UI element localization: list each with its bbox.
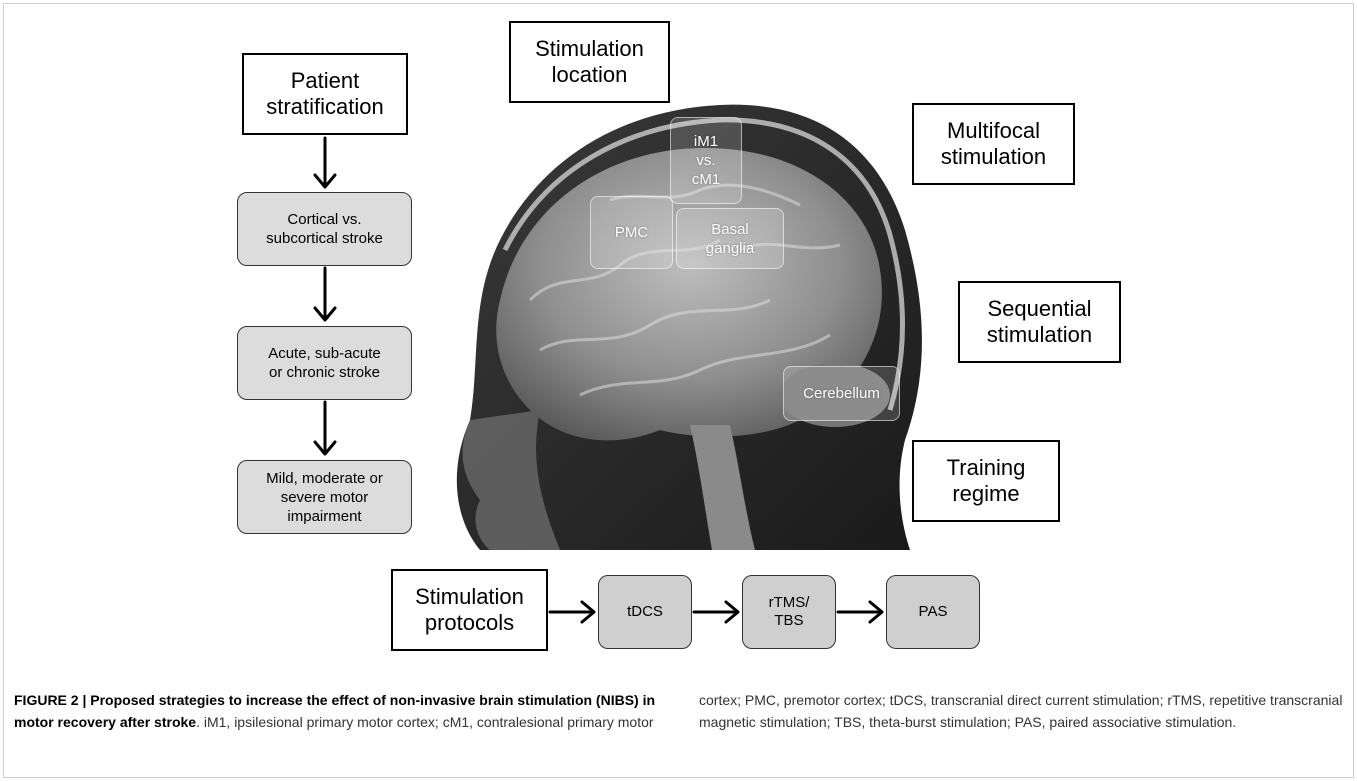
training-regime-box: Training regime xyxy=(912,440,1060,522)
gyri-pattern xyxy=(528,183,841,397)
skull-outline xyxy=(502,117,905,411)
region-cerebellum: Cerebellum xyxy=(783,366,900,421)
region-m1: iM1 vs. cM1 xyxy=(670,117,742,204)
protocol-pas: PAS xyxy=(886,575,980,649)
cerebellum-shape xyxy=(780,363,890,427)
stratum-impairment-severity: Mild, moderate or severe motor impairmen… xyxy=(237,460,412,534)
multifocal-stimulation-box: Multifocal stimulation xyxy=(912,103,1075,185)
stimulation-location-box: Stimulation location xyxy=(509,21,670,103)
protocol-rtms-tbs: rTMS/ TBS xyxy=(742,575,836,649)
caption-text: . iM1, ipsilesional primary motor cortex… xyxy=(196,692,1343,730)
face-region xyxy=(462,410,560,550)
protocol-tdcs: tDCS xyxy=(598,575,692,649)
patient-stratification-box: Patient stratification xyxy=(242,53,408,135)
stimulation-protocols-box: Stimulation protocols xyxy=(391,569,548,651)
region-pmc: PMC xyxy=(590,196,673,269)
region-basal-ganglia: Basal ganglia xyxy=(676,208,784,269)
figure-frame xyxy=(3,3,1354,778)
caption-figure-label: FIGURE 2 | Proposed strategies to increa… xyxy=(14,692,656,730)
sequential-stimulation-box: Sequential stimulation xyxy=(958,281,1121,363)
stratum-stroke-location: Cortical vs. subcortical stroke xyxy=(237,192,412,266)
stratum-stroke-phase: Acute, sub-acute or chronic stroke xyxy=(237,326,412,400)
brainstem xyxy=(690,425,755,550)
figure-caption: FIGURE 2 | Proposed strategies to increa… xyxy=(14,689,1344,733)
